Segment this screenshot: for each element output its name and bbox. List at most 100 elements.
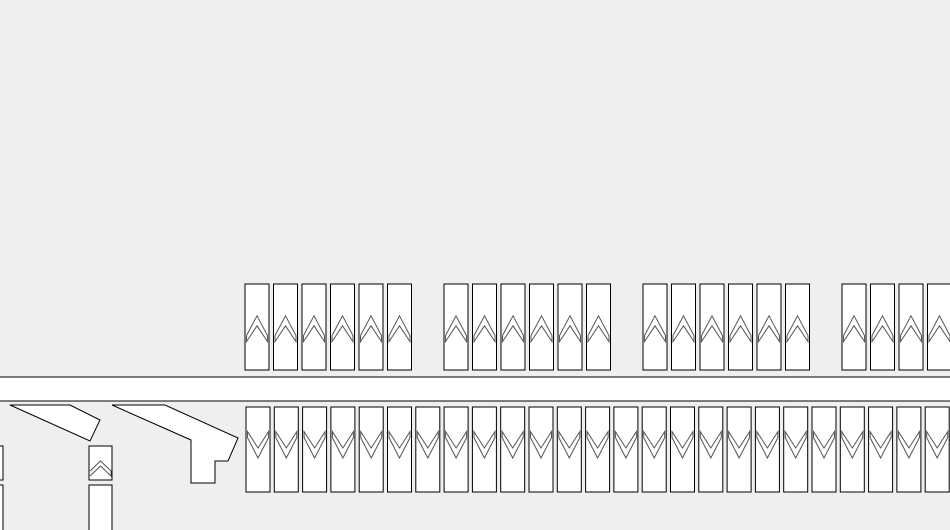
stall-arrow-up — [530, 314, 553, 344]
parking-stall — [273, 283, 298, 371]
north-parking-row — [244, 283, 950, 371]
stall-arrow-up — [672, 314, 695, 344]
parking-stall — [728, 283, 753, 371]
stall-arrow-down — [756, 429, 779, 460]
stall-arrow-down — [813, 429, 835, 460]
parking-stall — [870, 283, 895, 371]
parking-stall — [756, 283, 782, 371]
parking-bay — [924, 406, 950, 493]
parking-stall — [754, 406, 780, 493]
stall-arrow-down — [586, 429, 609, 460]
south-parking-row — [245, 406, 950, 493]
stall-arrow-down — [558, 429, 581, 460]
parking-stall — [927, 283, 950, 371]
stall-arrow-up — [928, 314, 950, 344]
stall-arrow-down — [869, 429, 892, 460]
parking-bay — [642, 283, 810, 371]
edge-stall-lower — [0, 484, 4, 530]
stall-arrow-up — [786, 314, 809, 344]
parking-stall — [726, 406, 752, 493]
parking-bay — [471, 406, 695, 493]
parking-stall — [529, 283, 554, 371]
stall-arrow-up — [331, 314, 354, 344]
stall-arrow-down — [416, 429, 439, 460]
parking-stall — [330, 283, 355, 371]
parking-stall — [839, 406, 865, 493]
parking-stall — [896, 406, 922, 493]
stall-arrow-up — [274, 314, 297, 344]
parking-stall — [586, 283, 611, 371]
parking-bay — [841, 283, 950, 371]
stall-arrow-down — [926, 429, 949, 460]
parking-stall — [245, 406, 271, 493]
stall-arrow-down — [275, 429, 298, 460]
stall-arrow-down — [614, 429, 637, 460]
stall-arrow-up — [701, 314, 723, 344]
parking-stall — [471, 406, 497, 493]
parking-bay — [244, 283, 412, 371]
stall-arrow-down — [473, 429, 496, 460]
parking-stall — [273, 406, 299, 493]
stall-arrow-down — [671, 429, 694, 460]
parking-stall — [301, 283, 327, 371]
edge-stall — [0, 445, 4, 481]
parking-stall — [557, 283, 583, 371]
stall-arrow-down — [530, 429, 552, 460]
stall-arrow-down — [728, 429, 751, 460]
parking-stall — [841, 283, 867, 371]
stall-arrow-up — [871, 314, 894, 344]
parking-stall — [302, 406, 328, 493]
roof-shape — [9, 404, 101, 442]
parking-stall — [898, 283, 924, 371]
parking-stall — [472, 283, 497, 371]
stall-arrow-up — [388, 314, 411, 344]
stall-arrow-down — [501, 429, 524, 460]
stall-arrow-up — [587, 314, 610, 344]
parking-stall — [443, 406, 469, 493]
parking-bay — [698, 406, 922, 493]
stall-arrow-down — [897, 429, 920, 460]
stall-arrow-up — [758, 314, 780, 344]
parking-stall — [358, 283, 384, 371]
parking-stall — [642, 283, 668, 371]
stall-arrow-down — [699, 429, 722, 460]
stall-arrow-up — [89, 460, 112, 478]
parking-stall — [528, 406, 554, 493]
parking-stall — [556, 406, 582, 493]
stall-arrow-down — [331, 429, 354, 460]
stall-arrow-up — [246, 314, 268, 344]
stall-arrow-up — [900, 314, 922, 344]
parking-stall — [785, 283, 810, 371]
parking-stall — [358, 406, 384, 493]
stall-arrow-down — [784, 429, 807, 460]
parking-stall — [699, 283, 725, 371]
parking-stall — [244, 283, 270, 371]
parking-stall — [811, 406, 837, 493]
parking-bay — [443, 283, 611, 371]
stall-arrow-down — [303, 429, 326, 460]
stall-arrow-up — [644, 314, 666, 344]
parking-stall — [330, 406, 356, 493]
building-shape — [111, 404, 239, 484]
stall-arrow-down — [247, 429, 269, 460]
stall-arrow-up — [473, 314, 496, 344]
parking-stall — [500, 406, 526, 493]
stall-arrow-down — [388, 429, 411, 460]
parking-stall — [415, 406, 441, 493]
stall-arrow-down — [841, 429, 864, 460]
parking-bay — [245, 406, 469, 493]
parking-stall — [387, 406, 412, 493]
stall-arrow-up — [360, 314, 382, 344]
stall-arrow-up — [303, 314, 325, 344]
tall-stall — [88, 484, 113, 530]
stall-arrow-down — [360, 429, 383, 460]
stall-arrow-up — [559, 314, 581, 344]
stall-arrow-up — [502, 314, 524, 344]
small-stall — [88, 445, 113, 481]
parking-stall — [783, 406, 809, 493]
parking-stall — [613, 406, 639, 493]
stall-arrow-up — [729, 314, 752, 344]
parking-stall — [641, 406, 667, 493]
parking-stall — [670, 406, 695, 493]
parking-stall — [585, 406, 611, 493]
